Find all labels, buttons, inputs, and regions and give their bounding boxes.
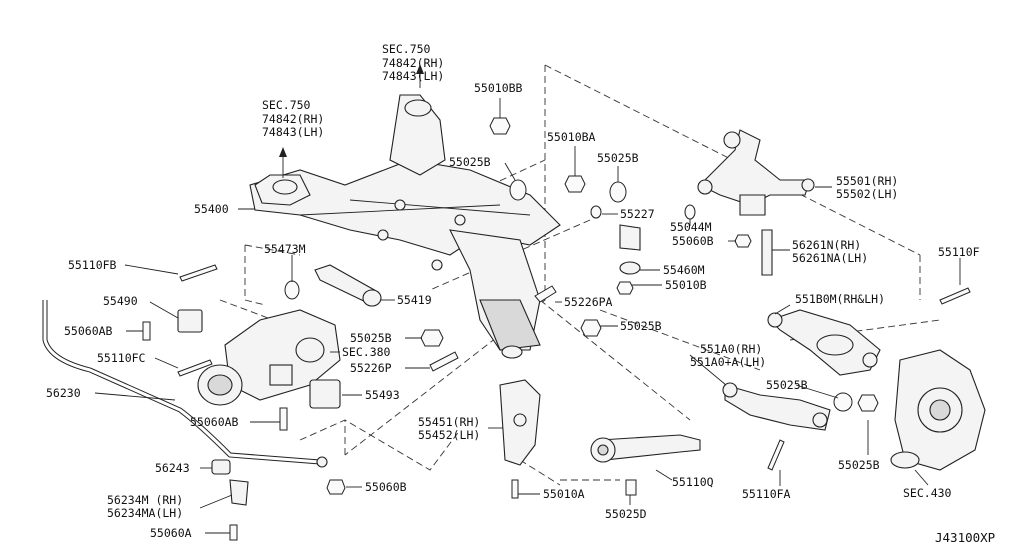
- label-55025b-b: 55025B: [597, 151, 639, 165]
- sec750-top-line1: SEC.750: [382, 42, 431, 56]
- label-55025d: 55025D: [605, 507, 647, 521]
- label-55110fa: 55110FA: [742, 487, 791, 501]
- rear-subframe: [249, 94, 561, 359]
- label-sec430: SEC.430: [903, 486, 952, 500]
- label-55060b-b: 55060B: [365, 480, 407, 494]
- label-55010bb: 55010BB: [474, 81, 523, 95]
- leader-lines: [94, 64, 961, 534]
- label-55501: 55501(RH): [836, 174, 898, 188]
- label-55227: 55227: [620, 207, 655, 221]
- sec750-top-line3: 74843(LH): [382, 69, 444, 83]
- knuckle-sec430: [890, 349, 986, 471]
- label-56261na: 56261NA(LH): [792, 251, 868, 265]
- footer-code: J43100XP: [935, 530, 995, 545]
- label-55490: 55490: [103, 294, 138, 308]
- label-55025b-a: 55025B: [449, 155, 491, 169]
- label-55060ab-b: 55060AB: [190, 415, 239, 429]
- sec750-left-line2: 74842(RH): [262, 112, 324, 126]
- callout-labels: SEC.750 74842(RH) 74843(LH) SEC.750 7484…: [46, 42, 995, 545]
- label-55473m: 55473M: [264, 242, 306, 256]
- label-55110f: 55110F: [938, 245, 980, 259]
- label-55010b: 55010B: [665, 278, 707, 292]
- label-55110fb: 55110FB: [68, 258, 117, 272]
- sec750-left-line1: SEC.750: [262, 98, 311, 112]
- label-56243: 56243: [155, 461, 190, 475]
- label-55025b-e: 55025B: [766, 378, 808, 392]
- label-56261n: 56261N(RH): [792, 238, 861, 252]
- label-55493: 55493: [365, 388, 400, 402]
- fasteners: [142, 117, 971, 541]
- sec750-left-line3: 74843(LH): [262, 125, 324, 139]
- label-55025b-d: 55025B: [350, 331, 392, 345]
- differential-sec380: [197, 309, 341, 406]
- label-55025b-f: 55025B: [838, 458, 880, 472]
- label-55400: 55400: [194, 202, 229, 216]
- label-55025b-c: 55025B: [620, 319, 662, 333]
- toe-link: [590, 434, 701, 463]
- label-55010ba: 55010BA: [547, 130, 596, 144]
- label-55010a: 55010A: [543, 487, 585, 501]
- mount-bracket: [499, 379, 541, 466]
- label-55502: 55502(LH): [836, 187, 898, 201]
- label-56230: 56230: [46, 386, 81, 400]
- label-56234ma: 56234MA(LH): [107, 506, 183, 520]
- label-55044m: 55044M: [670, 220, 712, 234]
- label-551a0: 551A0(RH): [700, 342, 762, 356]
- label-55060b: 55060B: [672, 234, 714, 248]
- label-55452: 55452(LH): [418, 428, 480, 442]
- lower-arm-551a0: [722, 382, 831, 431]
- label-56234m: 56234M (RH): [107, 493, 183, 507]
- label-55060ab-a: 55060AB: [64, 324, 113, 338]
- label-551b0m: 551B0M(RH&LH): [795, 292, 885, 306]
- label-551a0a: 551A0+A(LH): [690, 355, 766, 369]
- lower-arm-551b0m: [767, 309, 881, 376]
- upper-link-arm: [697, 129, 815, 216]
- label-55110fc: 55110FC: [97, 351, 146, 365]
- label-55110q: 55110Q: [672, 475, 714, 489]
- label-55451: 55451(RH): [418, 415, 480, 429]
- label-55226pa: 55226PA: [564, 295, 613, 309]
- label-55226p: 55226P: [350, 361, 392, 375]
- label-55460m: 55460M: [663, 263, 705, 277]
- label-sec380: SEC.380: [342, 345, 391, 359]
- sec750-top-line2: 74842(RH): [382, 56, 444, 70]
- label-55060a: 55060A: [150, 526, 192, 540]
- label-55419: 55419: [397, 293, 432, 307]
